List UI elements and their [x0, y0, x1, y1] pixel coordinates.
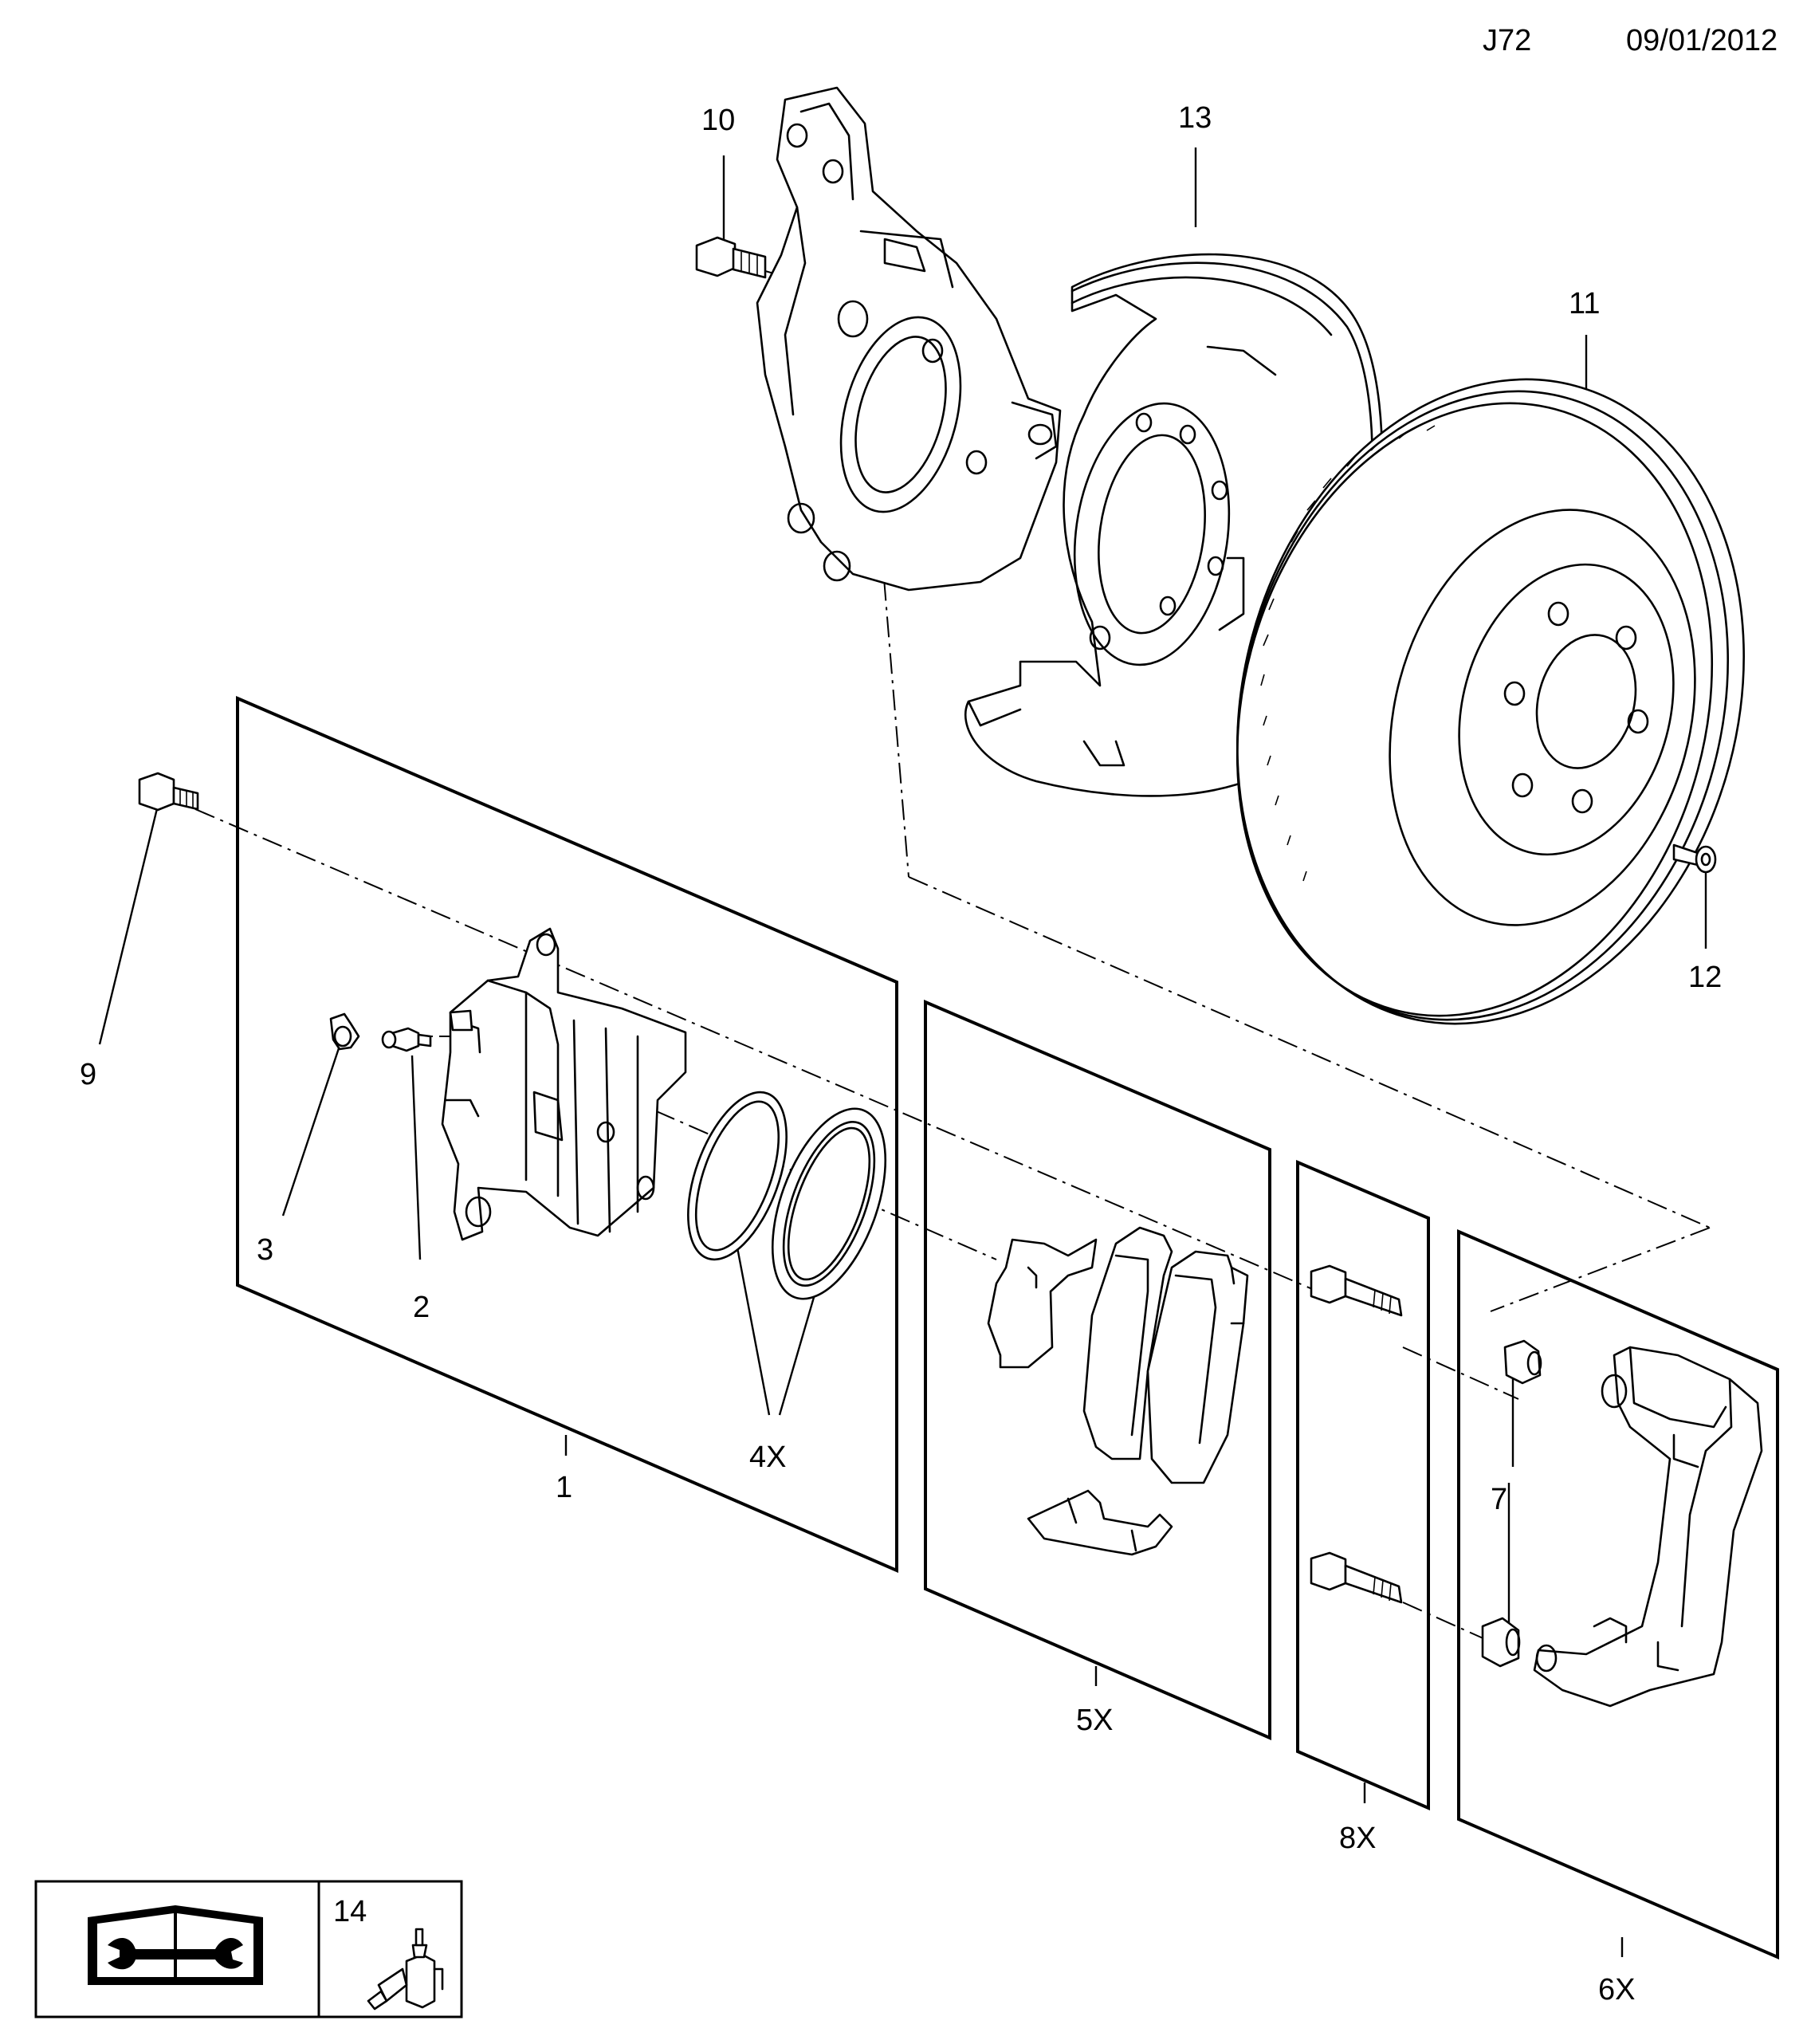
steering-knuckle	[756, 86, 1062, 592]
disc-screw-12	[1672, 843, 1717, 874]
callout-2: 2	[413, 1291, 430, 1324]
callout-3: 3	[257, 1233, 273, 1267]
callout-13: 13	[1178, 101, 1212, 135]
callout-14: 14	[333, 1895, 367, 1928]
callout-11: 11	[1569, 287, 1600, 320]
diagram-date: 09/01/2012	[1626, 24, 1778, 57]
callout-8x: 8X	[1339, 1822, 1376, 1855]
pad-kit-frame	[924, 999, 1271, 1741]
brake-pads-5x	[987, 1226, 1249, 1556]
callout-4x: 4X	[749, 1441, 786, 1474]
callout-1: 1	[556, 1471, 572, 1504]
brake-disc-11	[1235, 378, 1745, 1025]
guide-bushings-7	[1481, 1339, 1542, 1668]
callout-9: 9	[80, 1058, 96, 1091]
manual-wrench-icon	[88, 1905, 263, 1985]
caliper-body-1	[441, 927, 687, 1241]
piston-seals-4x	[687, 1091, 887, 1300]
caliper-assembly-frame	[236, 695, 898, 1574]
callout-5x: 5X	[1076, 1704, 1113, 1737]
callout-12: 12	[1688, 961, 1722, 994]
legend-box: 14	[34, 1880, 463, 2018]
bolt-kit-frame	[1296, 1159, 1430, 1811]
callout-10: 10	[701, 104, 735, 137]
bleed-cap-3	[329, 1012, 360, 1051]
knuckle-bolt-10	[695, 236, 858, 297]
adhesive-bottle-icon	[367, 1928, 444, 2011]
diagram-code: J72	[1483, 24, 1532, 57]
callout-7: 7	[1491, 1483, 1507, 1516]
bleed-nipple-2	[381, 1027, 432, 1052]
guide-bolts-8x	[1310, 1264, 1403, 1604]
caliper-carrier-6x	[1533, 1346, 1763, 1708]
callout-6x: 6X	[1598, 1973, 1635, 2007]
carrier-frame	[1457, 1228, 1779, 1960]
bracket-bolt-9	[138, 772, 199, 812]
